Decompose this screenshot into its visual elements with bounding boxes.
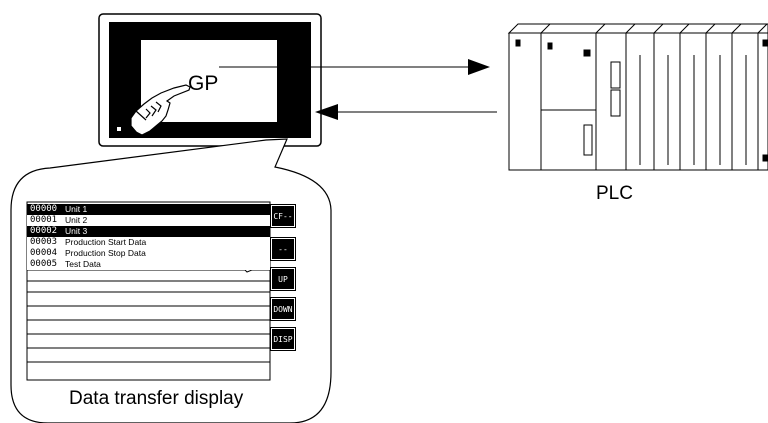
cf-out-button[interactable]: CF--> <box>271 205 295 243</box>
arrow-to-plc <box>219 59 490 75</box>
gp-label: GP <box>188 72 219 95</box>
item-label: Unit 3 <box>65 226 88 236</box>
disp-button[interactable]: DISP <box>271 328 295 350</box>
item-label: Test Data <box>65 259 101 269</box>
hand-pointer-icon <box>130 84 191 136</box>
list-item[interactable]: 00002 Unit 3 <box>27 226 270 237</box>
item-number: 00005 <box>30 259 58 269</box>
caption-data-transfer-display: Data transfer display <box>69 388 244 409</box>
cf-in-button[interactable]: -->CF <box>271 238 295 276</box>
item-number: 00002 <box>30 226 58 236</box>
gp-led <box>117 127 121 131</box>
list-item[interactable]: 00005 Test Data <box>27 259 270 270</box>
plc-label: PLC <box>596 183 633 204</box>
item-label: Unit 1 <box>65 204 88 214</box>
list-item[interactable]: 00000 Unit 1 <box>27 204 270 215</box>
item-number: 00000 <box>30 204 58 214</box>
arrow-to-gp <box>315 104 497 120</box>
item-number: 00004 <box>30 248 58 258</box>
item-label: Unit 2 <box>65 215 88 225</box>
list-item[interactable]: 00001 Unit 2 <box>27 215 270 226</box>
list-item[interactable]: 00004 Production Stop Data <box>27 248 270 259</box>
plc-device <box>507 23 768 171</box>
list-item[interactable]: 00003 Production Start Data <box>27 237 270 248</box>
item-label: Production Stop Data <box>65 248 146 258</box>
item-number: 00001 <box>30 215 58 225</box>
screen-frame <box>26 201 271 381</box>
up-button[interactable]: UP <box>271 268 295 290</box>
down-button[interactable]: DOWN <box>271 298 295 320</box>
item-label: Production Start Data <box>65 237 147 247</box>
data-list: 00000 Unit 1 00001 Unit 2 00002 Unit 3 0… <box>27 203 270 380</box>
item-number: 00003 <box>30 237 58 247</box>
